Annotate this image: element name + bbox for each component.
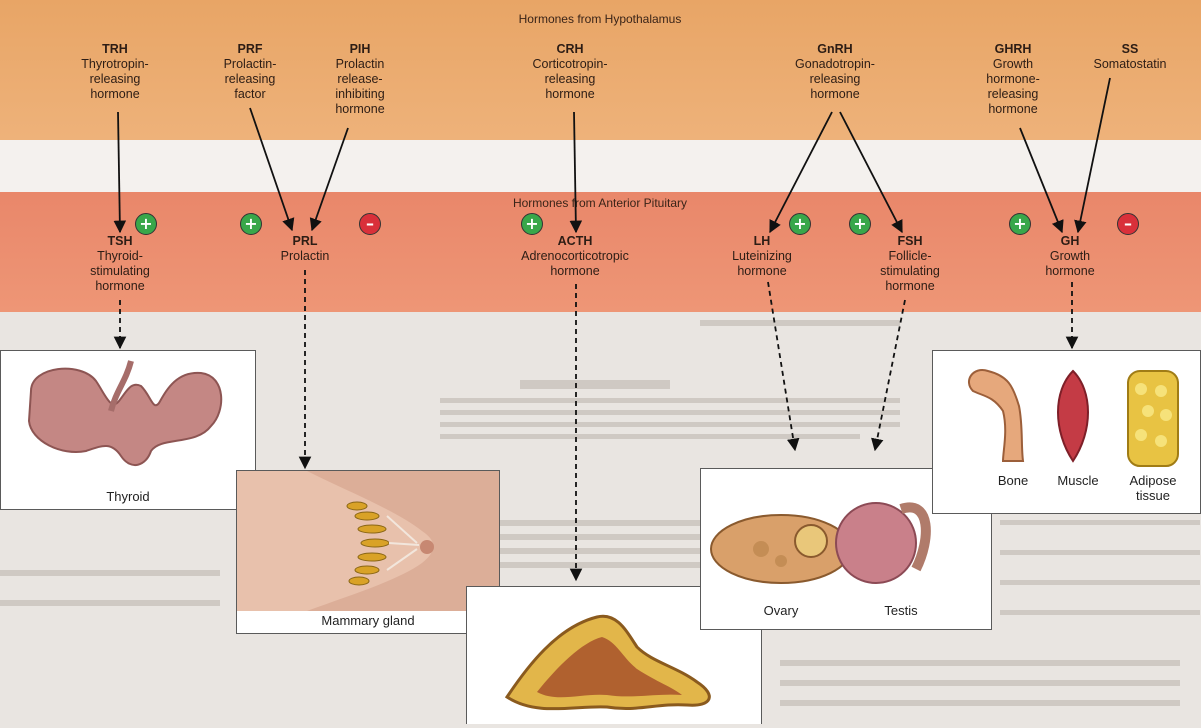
stimulate-sign: + <box>849 213 871 235</box>
stimulate-sign: + <box>521 213 543 235</box>
inhibit-sign: – <box>1117 213 1139 235</box>
arrow-trh-tsh <box>118 112 120 232</box>
arrow-crh-acth <box>574 112 576 232</box>
stimulate-sign: + <box>1009 213 1031 235</box>
stimulate-sign: + <box>240 213 262 235</box>
arrow-prf-prl <box>250 108 292 230</box>
arrow-pih-prl <box>312 128 348 230</box>
arrow-fsh-testis <box>875 300 905 450</box>
arrow-lh-ovary <box>768 282 795 450</box>
stimulate-sign: + <box>789 213 811 235</box>
arrow-ss-gh <box>1078 78 1110 232</box>
inhibit-sign: – <box>359 213 381 235</box>
arrow-gnrh-fsh <box>840 112 902 232</box>
stimulate-sign: + <box>135 213 157 235</box>
